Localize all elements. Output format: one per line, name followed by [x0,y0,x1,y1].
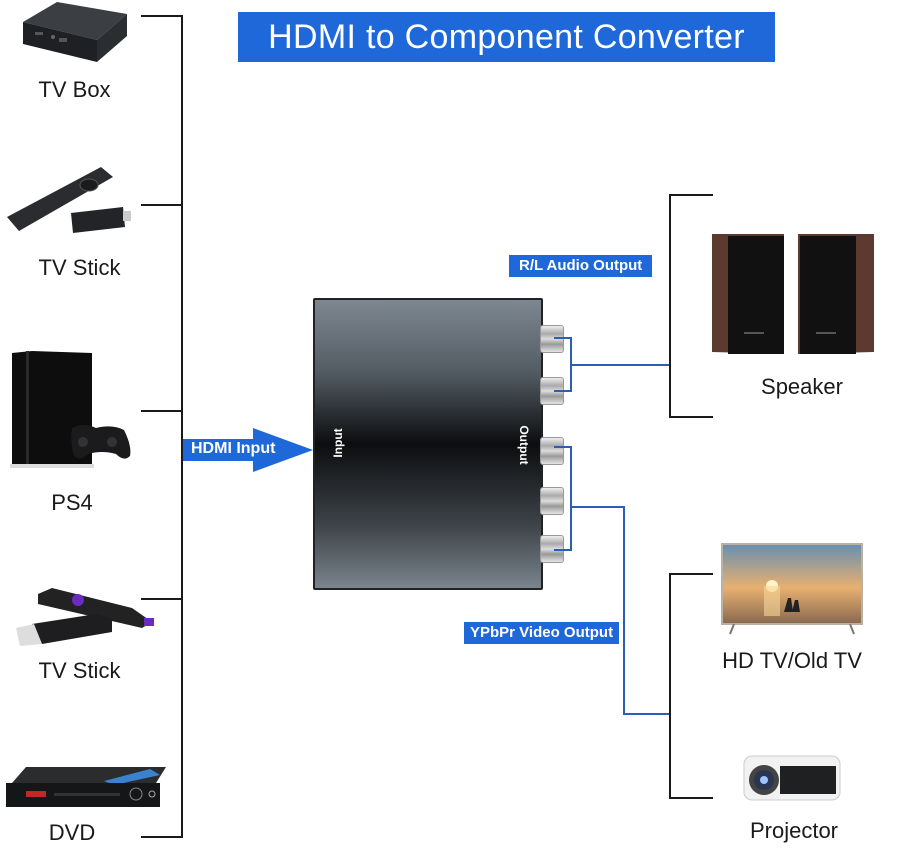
converter-output-label: Output [517,425,531,465]
display-bracket-top [669,573,713,575]
video-wire-join [570,446,572,551]
roku-stick-icon [16,588,154,646]
speaker-bracket-bottom [669,416,713,418]
source-connector-tv-stick [141,204,183,206]
rca-jack-audio-right [540,325,564,353]
display-bracket-vertical [669,573,671,799]
source-label-roku-stick: TV Stick [38,658,121,683]
video-wire-to-display [623,713,669,715]
output-label-speaker: Speaker [761,374,843,399]
source-label-tv-box: TV Box [38,77,111,102]
video-wire-bottom [554,549,571,551]
audio-wire-bottom [554,390,571,392]
audio-output-tag: R/L Audio Output [509,255,653,277]
speaker-bracket-vertical [669,194,671,418]
audio-wire-out [570,364,670,366]
audio-wire-top [554,337,571,339]
rca-jack-video-pb [540,487,564,515]
video-output-tag: YPbPr Video Output [464,622,620,644]
output-label-tv: HD TV/Old TV [722,648,862,673]
projector-icon [743,755,841,801]
video-wire-out [570,506,624,508]
diagram-title: HDMI to Component Converter [238,12,775,62]
video-wire-top [554,446,571,448]
hdmi-input-label: HDMI Input [191,440,276,457]
converter-device [313,298,543,590]
dvd-player-icon [6,767,166,807]
rca-jack-video-pr [540,535,564,563]
tv-icon [721,543,863,635]
rca-jack-video-y [540,437,564,465]
source-connector-roku [141,598,183,600]
source-label-tv-stick: TV Stick [38,255,121,280]
speaker-icon [712,234,874,354]
source-bracket-vertical [181,15,183,838]
hdmi-input-arrow [183,428,313,472]
video-wire-down [623,506,625,715]
source-connector-tv-box [141,15,183,17]
source-label-ps4: PS4 [51,490,93,515]
fire-tv-stick-icon [7,167,131,233]
speaker-bracket-top [669,194,713,196]
ps4-console-icon [10,351,131,468]
source-connector-dvd [141,836,183,838]
tv-box-icon [23,2,127,62]
display-bracket-bottom [669,797,713,799]
source-connector-ps4 [141,410,183,412]
output-label-projector: Projector [749,818,839,843]
converter-input-label: Input [331,428,345,458]
source-label-dvd: DVD [48,820,96,845]
